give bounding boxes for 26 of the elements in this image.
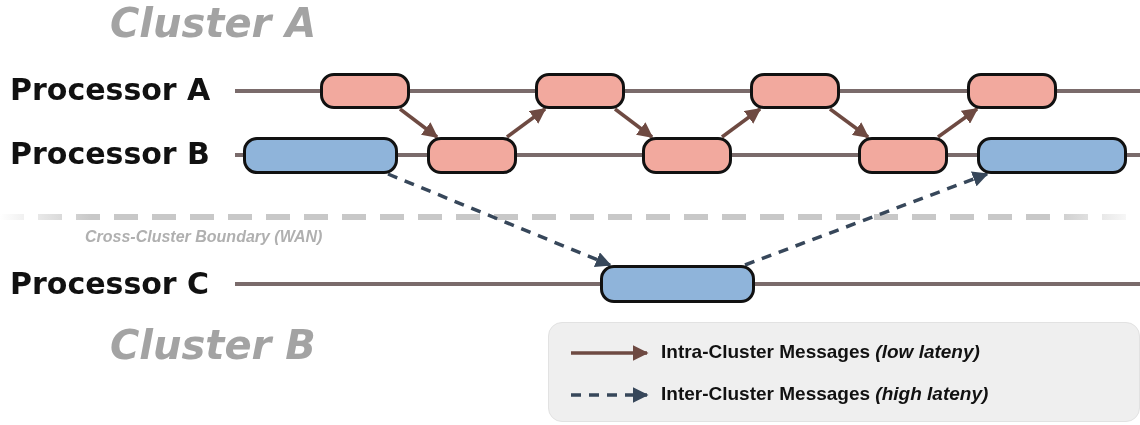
processor-label: Processor B (10, 136, 210, 171)
task-pill (535, 73, 625, 109)
task-pill (858, 137, 948, 174)
arrow (936, 107, 979, 139)
task-pill (977, 137, 1127, 174)
task-pill (320, 73, 410, 109)
task-pill (600, 265, 755, 303)
arrow (505, 107, 547, 139)
legend-text: Inter-Cluster Messages (high lateny) (661, 383, 989, 405)
task-pill (243, 137, 398, 174)
task-pill (642, 137, 732, 174)
arrow (828, 107, 870, 139)
task-pill (427, 137, 517, 174)
task-pill (967, 73, 1057, 109)
cluster-title: Cluster A (110, 0, 317, 46)
boundary-label: Cross-Cluster Boundary (WAN) (85, 228, 323, 246)
arrow (398, 107, 439, 139)
arrow (720, 107, 762, 139)
cluster-title: Cluster B (110, 322, 316, 368)
dashed-arrow (744, 171, 989, 267)
task-pill (750, 73, 840, 109)
processor-label: Processor C (10, 266, 210, 301)
dashed-arrow (387, 172, 612, 267)
arrow (613, 107, 654, 139)
legend-text: Intra-Cluster Messages (low lateny) (661, 341, 980, 363)
processor-label: Processor A (10, 72, 211, 107)
